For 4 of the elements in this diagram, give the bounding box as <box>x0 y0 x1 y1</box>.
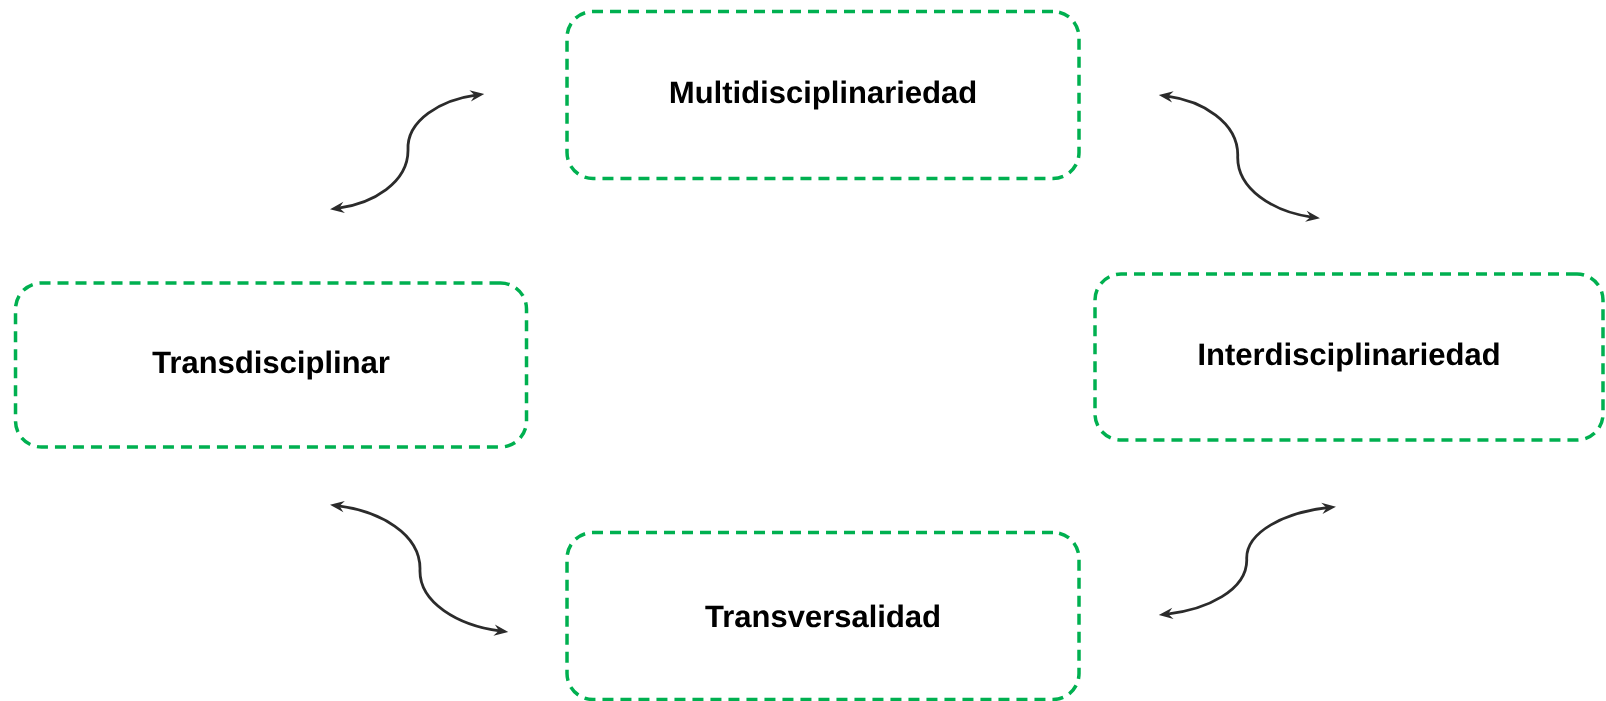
process-box: Multidisciplinariedad <box>565 9 1081 181</box>
process-box: Transversalidad <box>565 530 1081 701</box>
process-box: Interdisciplinariedad <box>1093 272 1605 442</box>
process-box: Transdisciplinar <box>13 281 529 449</box>
